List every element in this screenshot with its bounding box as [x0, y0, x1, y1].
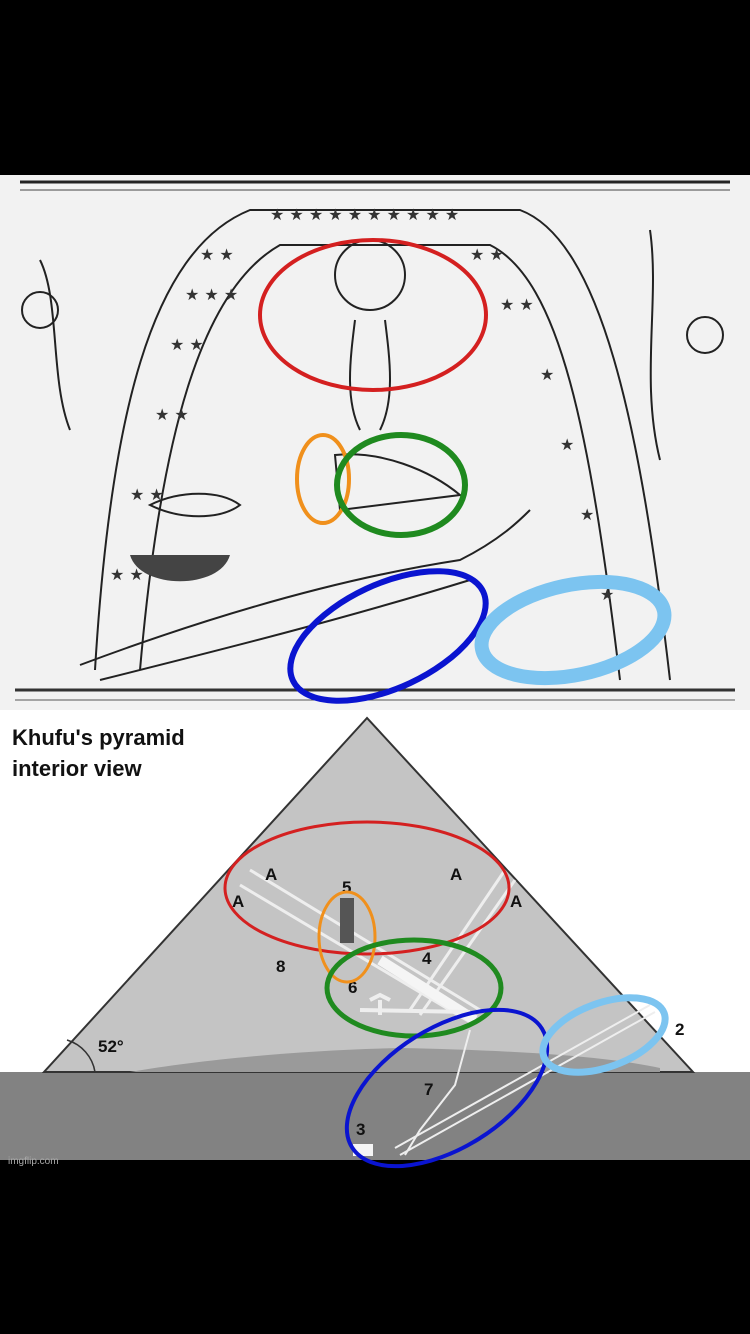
- pyramid-diagram: Khufu's pyramid interior view A A A A 5 …: [0, 710, 750, 1169]
- label-7: 7: [424, 1080, 433, 1099]
- label-a: A: [232, 892, 244, 911]
- label-4: 4: [422, 949, 432, 968]
- svg-text:★ ★: ★ ★: [470, 245, 504, 264]
- label-8: 8: [276, 957, 285, 976]
- svg-text:★: ★: [540, 365, 554, 384]
- svg-text:★ ★: ★ ★: [170, 335, 204, 354]
- label-6: 6: [348, 978, 357, 997]
- egyptian-sky-drawing: ★ ★ ★ ★ ★ ★ ★ ★ ★ ★ ★ ★★ ★ ★ ★ ★★ ★ ★ ★★…: [0, 175, 750, 710]
- highlight-red-top: [258, 238, 488, 392]
- highlight-green-top: [334, 432, 468, 538]
- watermark: imgflip.com: [8, 1156, 59, 1167]
- svg-text:★: ★: [600, 585, 614, 604]
- highlight-blue-top: [287, 568, 489, 704]
- highlight-orange-bottom: [317, 890, 377, 984]
- label-a: A: [510, 892, 522, 911]
- svg-text:★ ★: ★ ★: [500, 295, 534, 314]
- svg-text:★ ★: ★ ★: [200, 245, 234, 264]
- highlight-orange-top: [295, 433, 351, 525]
- svg-text:★ ★ ★: ★ ★ ★: [185, 285, 238, 304]
- svg-text:★: ★: [580, 505, 594, 524]
- label-a: A: [265, 865, 277, 884]
- label-2: 2: [675, 1020, 684, 1039]
- highlight-blue-bottom: [344, 1007, 550, 1169]
- label-5: 5: [342, 878, 351, 897]
- svg-text:★ ★: ★ ★: [110, 565, 144, 584]
- svg-text:★ ★: ★ ★: [130, 485, 164, 504]
- label-a: A: [450, 865, 462, 884]
- svg-text:★: ★: [560, 435, 574, 454]
- diagram-title-line2: interior view: [12, 756, 142, 781]
- svg-text:★ ★ ★ ★ ★ ★ ★ ★ ★ ★: ★ ★ ★ ★ ★ ★ ★ ★ ★ ★: [270, 205, 459, 224]
- label-3: 3: [356, 1120, 365, 1139]
- svg-text:★ ★: ★ ★: [155, 405, 189, 424]
- highlight-lightblue-bottom: [539, 994, 669, 1076]
- highlight-red-bottom: [223, 820, 511, 956]
- highlight-lightblue-top: [474, 574, 672, 686]
- diagram-title-line1: Khufu's pyramid: [12, 725, 185, 750]
- angle-label: 52°: [98, 1037, 124, 1056]
